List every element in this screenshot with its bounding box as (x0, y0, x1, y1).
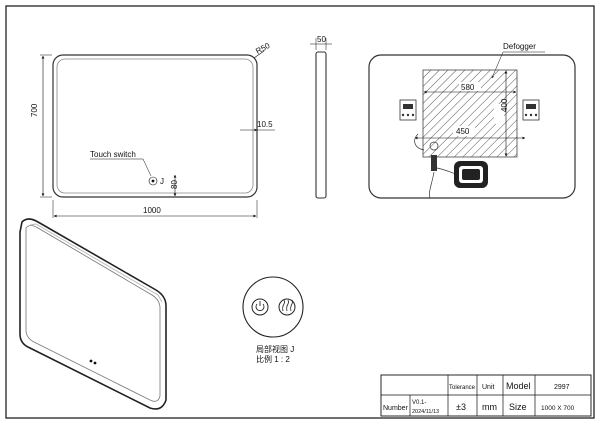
defogger-height-label: 400 (500, 98, 509, 112)
detail-view-title: 局部视图 J (256, 344, 294, 354)
perspective-view (19, 218, 167, 410)
bracket-spacing-label: 450 (456, 127, 470, 136)
back-view: Defogger 580 400 450 (368, 42, 576, 199)
touch-switch-label: Touch switch (90, 150, 136, 159)
detail-view-scale: 比例 1 : 2 (256, 354, 290, 364)
date-value: 2024/11/13 (412, 409, 439, 415)
radius-label: R50 (254, 41, 272, 56)
touch-switch-icon (148, 176, 158, 186)
perspective-switch-dot-icon (89, 359, 93, 363)
radius-leader (253, 50, 265, 59)
switch-offset-label: 80 (170, 180, 179, 189)
front-view: R50 700 1000 10.5 Touch switch J 80 (30, 41, 275, 218)
mirror-inner-edge (25, 225, 161, 402)
frame-offset-label: 10.5 (257, 120, 273, 129)
title-block: Tolerance Unit Model 2997 Number V0.1- 2… (380, 374, 592, 417)
width-label: 1000 (143, 206, 161, 215)
size-label: Size (509, 402, 527, 412)
defogger-label: Defogger (503, 42, 536, 51)
mirror-top-bevel (29, 223, 163, 303)
side-view: 50 (310, 35, 332, 199)
unit-value: mm (482, 402, 497, 412)
left-bracket-icon (399, 99, 417, 121)
sheet-border (5, 5, 595, 419)
defog-waves-icon (282, 299, 293, 312)
number-label: Number (383, 405, 409, 412)
defogger-width-label: 580 (461, 83, 475, 92)
touch-switch-dot-icon (151, 179, 155, 183)
right-bracket-icon (522, 99, 540, 121)
power-button-icon[interactable] (251, 298, 269, 316)
side-profile (315, 51, 327, 199)
mirror-outline (52, 54, 258, 198)
tolerance-value: ±3 (456, 402, 466, 412)
model-value: 2997 (554, 384, 570, 391)
mirror-inner-frame (56, 58, 254, 194)
switch-view-marker: J (160, 177, 164, 186)
defog-button-icon[interactable] (278, 298, 296, 316)
depth-label: 50 (317, 35, 326, 44)
version-value: V0.1- (412, 400, 426, 406)
power-symbol-icon (255, 303, 265, 312)
perspective-switch-dot-icon (93, 361, 97, 365)
back-outline (368, 54, 576, 199)
size-value: 1000 X 700 (541, 405, 575, 412)
model-label: Model (506, 381, 531, 391)
tolerance-header: Tolerance (449, 385, 476, 391)
unit-header: Unit (482, 384, 495, 391)
detail-view-j: 局部视图 J 比例 1 : 2 (242, 276, 304, 364)
detail-circle (242, 276, 304, 338)
driver-box-icon (454, 161, 488, 188)
mirror-body-outline (19, 218, 167, 410)
height-label: 700 (30, 103, 39, 117)
